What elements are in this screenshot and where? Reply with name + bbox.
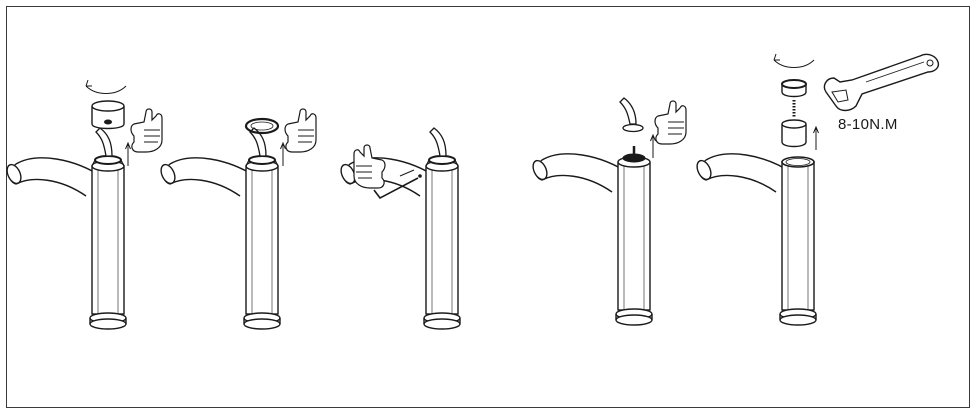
hand-icon	[285, 109, 316, 152]
hand-icon	[354, 145, 385, 188]
torque-label: 8-10N.M	[838, 116, 898, 133]
cap-part-icon	[92, 101, 124, 129]
wrench-icon	[824, 54, 938, 110]
up-arrow-icon	[814, 127, 819, 150]
hand-icon	[655, 101, 686, 144]
step-5-faucet	[694, 154, 816, 325]
rotation-arc-icon	[86, 80, 126, 94]
handle-part-icon	[620, 98, 643, 132]
step-4-faucet	[530, 146, 652, 325]
step-1-faucet	[4, 128, 126, 329]
ring-part-icon	[246, 119, 278, 133]
up-arrow-icon	[281, 143, 286, 166]
rotation-arc-icon	[774, 54, 814, 68]
hand-icon	[131, 109, 162, 152]
nut-part-icon	[782, 80, 806, 97]
cartridge-part-icon	[782, 120, 806, 147]
up-arrow-icon	[651, 135, 656, 158]
step-2-faucet	[158, 128, 280, 329]
up-arrow-icon	[126, 143, 131, 166]
